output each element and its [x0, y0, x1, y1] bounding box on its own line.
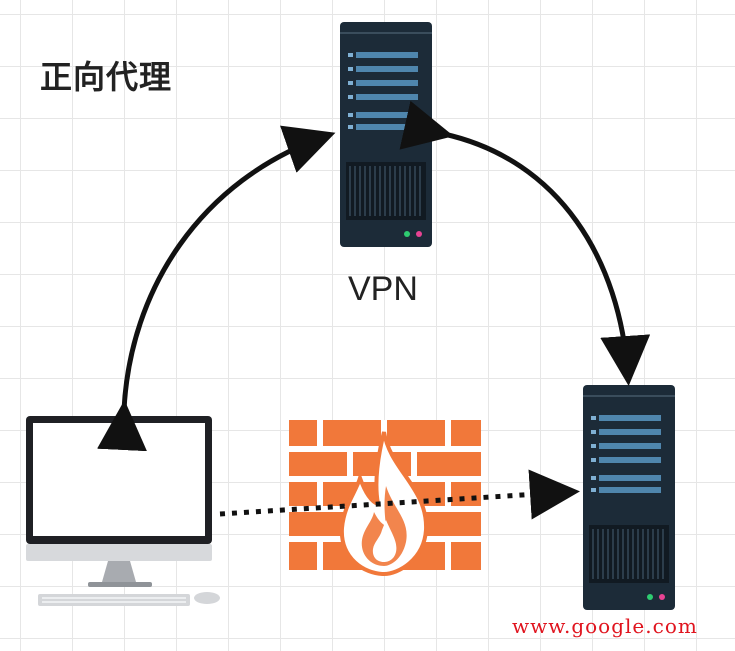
arrow-computer-vpn — [97, 125, 336, 452]
vpn-server-icon — [339, 21, 433, 248]
firewall-icon — [289, 420, 481, 577]
arrow-vpn-target — [399, 100, 651, 386]
watermark-url: www.google.com — [512, 614, 698, 638]
target-server-icon — [582, 384, 676, 611]
computer-icon — [26, 416, 220, 606]
diagram-title: 正向代理 — [40, 58, 173, 96]
vpn-label: VPN — [348, 270, 418, 308]
direct-connection-line — [219, 469, 580, 520]
